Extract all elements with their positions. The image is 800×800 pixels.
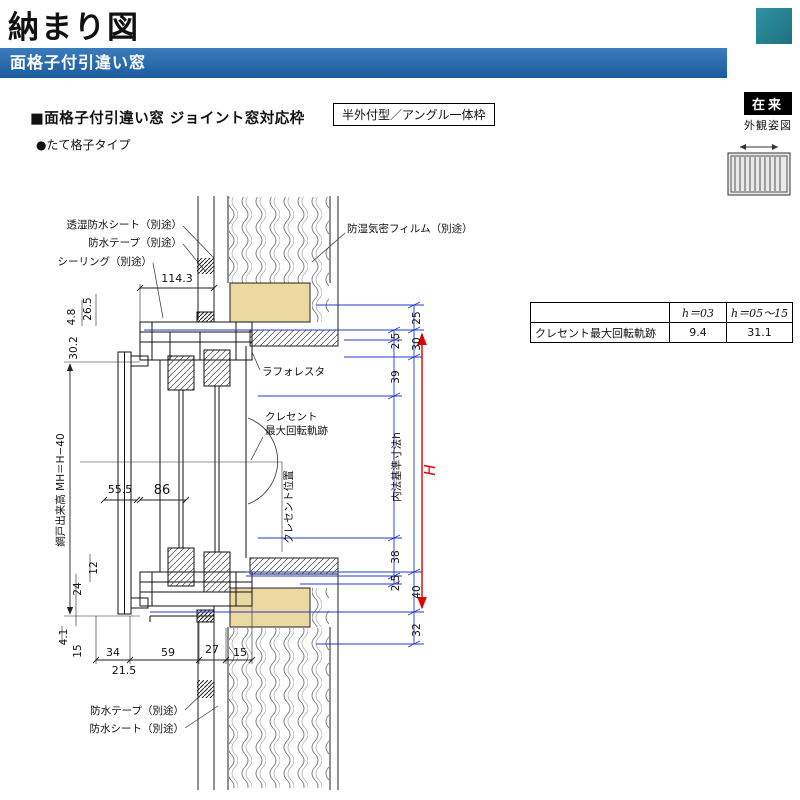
callout-crescent-1: クレセント — [265, 411, 318, 423]
callout-toshitsu: 透湿防水シート（別途） — [67, 218, 183, 231]
callout-tape-top: 防水テープ（別途） — [88, 236, 182, 249]
dim-15-bottom: 15 — [233, 646, 247, 659]
wood-sill-block — [229, 587, 311, 628]
callout-sealing: シーリング（別途） — [58, 255, 153, 268]
dim-26-5: 26.5 — [82, 297, 94, 320]
crescent-geometry — [80, 417, 283, 552]
label-amido: 網戸出来高 MH＝H−40 — [54, 433, 67, 546]
label-crescent-pos: クレセント位置 — [282, 470, 295, 544]
dim-55-5: 55.5 — [108, 483, 133, 496]
section-heading: ■面格子付引違い窓 ジョイント窓対応枠 — [30, 111, 305, 127]
dim-texts-horizontal: 114.3 55.5 86 34 21.5 59 27 15 — [106, 272, 247, 677]
dim-lines-right — [144, 301, 424, 648]
dim-30: 30 — [411, 337, 423, 350]
window-frame — [139, 311, 253, 623]
dim-38: 38 — [390, 550, 402, 563]
callout-tape-bottom: 防水テープ（別途） — [90, 704, 184, 717]
label-uchinori: 内法基準寸法h — [390, 432, 403, 502]
frame-type-box: 半外付型／アングル一体枠 — [333, 103, 495, 126]
dim-texts-right-rotated: 25 2.5 30 39 内法基準寸法h クレセント位置 38 2.5 40 3… — [282, 311, 439, 636]
spec-value-h0515: 31.1 — [725, 322, 794, 343]
callout-film: 防湿気密フィルム（別途） — [347, 222, 473, 235]
spec-table: h＝03 h＝05～15 クレセント最大回転軌跡 9.4 31.1 — [530, 302, 794, 343]
dim-59: 59 — [161, 646, 175, 659]
dim-27: 27 — [205, 643, 219, 656]
spec-header-h0515: h＝05～15 — [725, 302, 794, 323]
dim-39: 39 — [390, 370, 402, 383]
spec-row-label: クレセント最大回転軌跡 — [530, 322, 670, 343]
spec-value-h03: 9.4 — [669, 322, 727, 343]
subtype-label: ●たて格子タイプ — [36, 138, 131, 152]
sashes — [159, 346, 247, 593]
dim-2-5-top: 2.5 — [390, 333, 402, 350]
face-grille — [117, 351, 149, 615]
dim-25: 25 — [411, 311, 423, 324]
dim-H: H — [421, 464, 439, 475]
dim-24: 24 — [72, 582, 84, 596]
elevation-caption: 外観姿図 — [744, 119, 792, 132]
product-banner: 面格子付引違い窓 — [0, 48, 727, 78]
dim-30-2: 30.2 — [68, 336, 80, 359]
dim-15-left: 15 — [72, 644, 84, 657]
dim-32: 32 — [411, 623, 423, 636]
page-title: 納まり図 — [8, 10, 140, 46]
callout-laforesta: ラフォレスタ — [262, 366, 325, 378]
dim-34: 34 — [106, 646, 120, 659]
dim-21-5: 21.5 — [112, 664, 137, 677]
accent-square — [756, 8, 792, 44]
dim-86: 86 — [154, 483, 171, 498]
tape-patch-bottom — [197, 680, 214, 698]
wall-section — [197, 196, 339, 790]
dim-40: 40 — [411, 585, 423, 598]
callout-sheet-bottom: 防水シート（別途） — [90, 722, 185, 735]
dim-114-3: 114.3 — [161, 272, 193, 285]
callout-texts: 透湿防水シート（別途） 防水テープ（別途） シーリング（別途） 防湿気密フィルム… — [58, 218, 473, 735]
dim-lines-left — [61, 284, 256, 664]
dim-12: 12 — [88, 561, 100, 574]
interior-casing — [249, 329, 339, 575]
tape-patch-top — [197, 258, 214, 274]
dim-4-8: 4.8 — [66, 309, 78, 326]
callout-crescent-2: 最大回転軌跡 — [265, 424, 328, 437]
wood-lintel — [229, 282, 311, 323]
elevation-diagram — [727, 144, 791, 196]
dim-4-1: 4.1 — [58, 629, 70, 646]
zairai-badge: 在来 — [744, 92, 792, 115]
grille-bars — [734, 157, 781, 191]
dim-texts-left-rotated: 4.8 26.5 30.2 網戸出来高 MH＝H−40 12 24 4.1 15 — [54, 297, 100, 657]
dim-2-5-bottom: 2.5 — [390, 575, 402, 592]
callout-leaders — [152, 225, 346, 729]
